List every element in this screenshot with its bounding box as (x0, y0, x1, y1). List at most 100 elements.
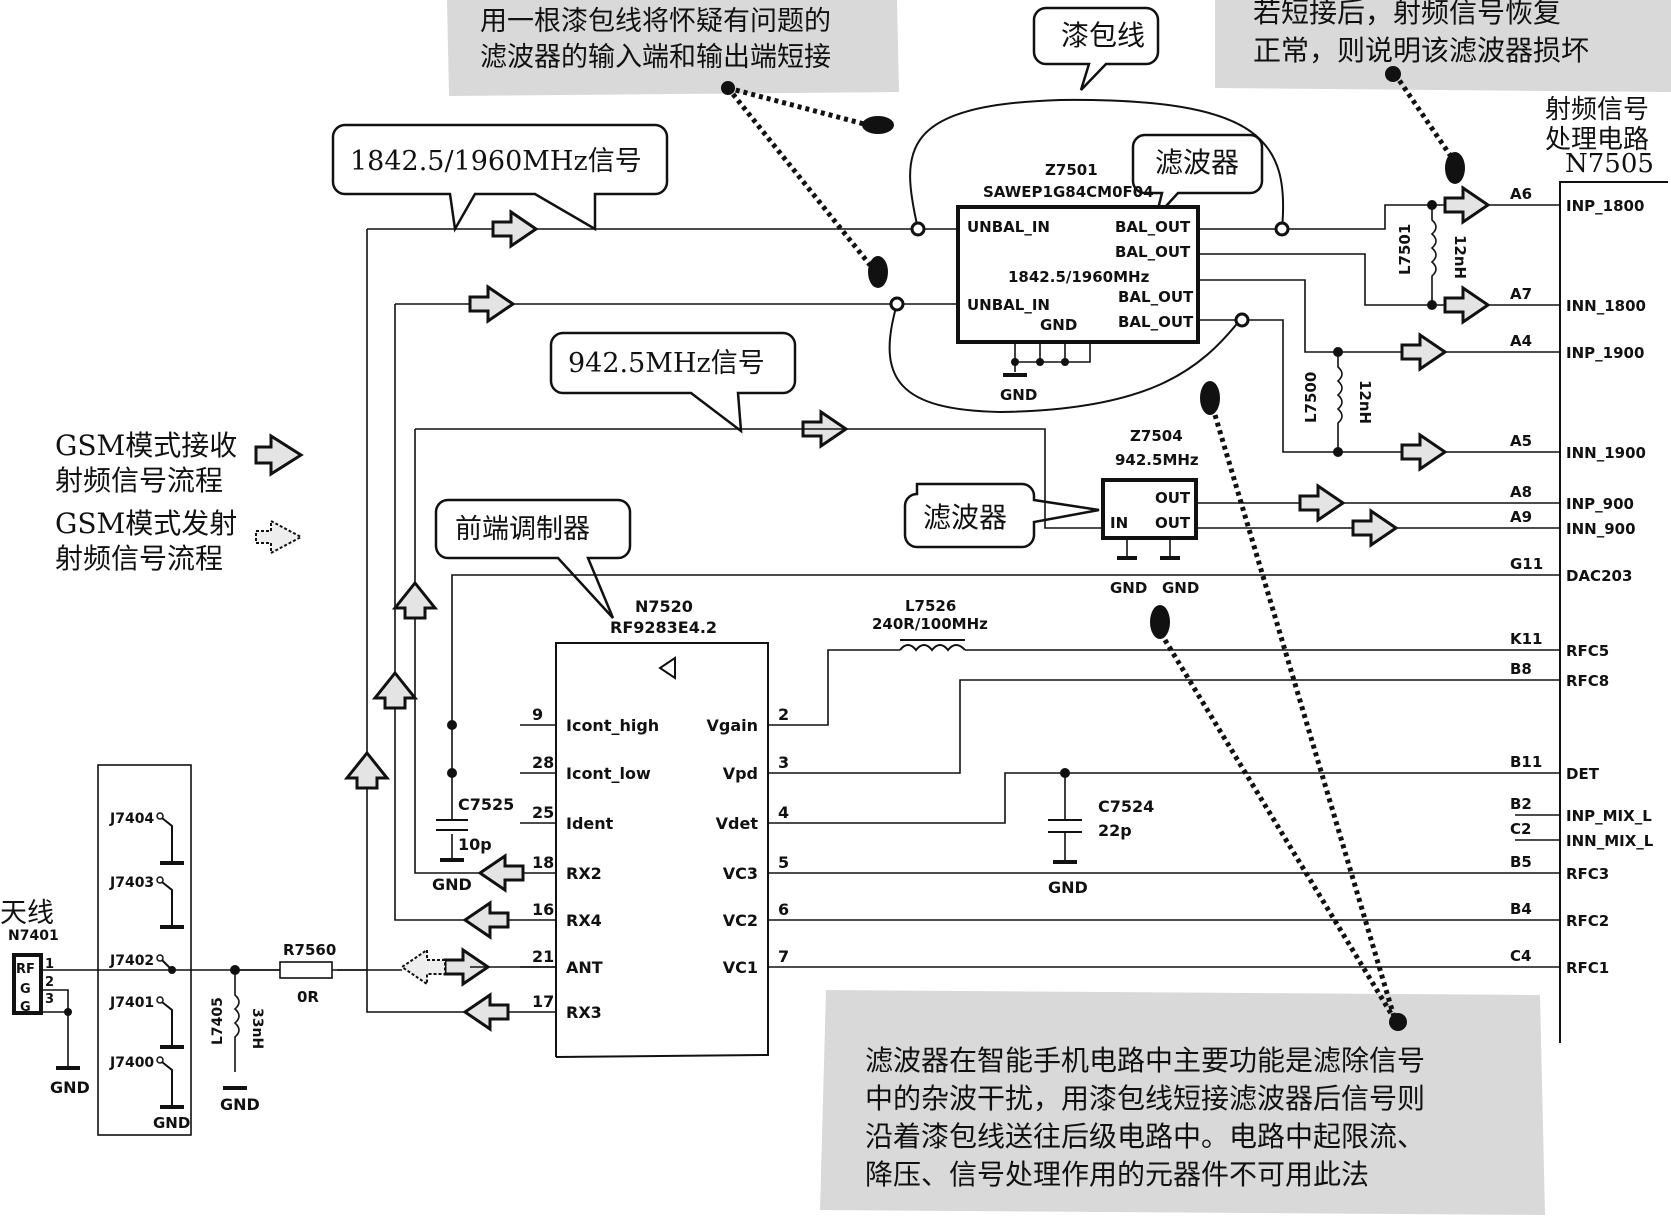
wire-vdet (768, 772, 1560, 824)
legend-tx-line1: GSM模式发射 (55, 507, 237, 540)
antenna-title: 天线 (0, 898, 54, 929)
note-top-left-line2: 滤波器的输入端和输出端短接 (480, 42, 831, 73)
note-top-right-line1: 若短接后，射频信号恢复 (1253, 0, 1561, 29)
wire-942-bus (415, 428, 1103, 529)
z7501-pin-unbal-in-1: UNBAL_IN (967, 218, 1050, 236)
n7520-part: RF9283E4.2 (610, 618, 717, 637)
pin-ball: B8 (1510, 660, 1532, 678)
c7524-value: 22p (1098, 821, 1132, 840)
n7520-triangle-icon (658, 656, 676, 680)
pin-ball: A8 (1510, 483, 1532, 501)
solder-point (910, 221, 926, 237)
pin-number: 17 (532, 992, 554, 1011)
switch-label: J7401 (109, 995, 154, 1011)
legend-rx-line1: GSM模式接收 (55, 429, 237, 462)
rf-processor-n7505: 射频信号 处理电路 N7505 (1545, 95, 1668, 1043)
pointer-dot (721, 81, 735, 95)
n7520-ref: N7520 (635, 597, 693, 616)
svg-text:2: 2 (45, 975, 54, 990)
z7504-pin-in: IN (1110, 514, 1128, 532)
inductor-l7405: L7405 33nH GND (210, 970, 265, 1114)
rx-flow-up-arrow-icon (391, 580, 439, 620)
rx-flow-arrow-icon (491, 209, 539, 249)
bubble-front-modulator: 前端调制器 (434, 498, 632, 619)
pin-name: RFC8 (1566, 672, 1609, 690)
wire-mix (1515, 814, 1560, 841)
legend: GSM模式接收 射频信号流程 GSM模式发射 射频信号流程 (55, 429, 304, 575)
switch-item: J7402 (109, 953, 176, 974)
wire-vc (768, 872, 1560, 968)
rx-flow-left-arrow-icon (477, 853, 525, 893)
pin-name: Ident (566, 814, 614, 833)
solder-point (1274, 221, 1290, 237)
note-bottom-line1: 滤波器在智能手机电路中主要功能是滤除信号 (865, 1044, 1425, 1077)
wire-a4 (1198, 279, 1560, 353)
svg-text:漆包线: 漆包线 (1061, 19, 1145, 52)
wire-ant-to-n7520 (235, 966, 556, 971)
pin-name: RX2 (566, 864, 602, 883)
rx-flow-arrow-icon (1400, 432, 1448, 472)
pin-ball: G11 (1510, 555, 1543, 573)
pointer-dot (1385, 66, 1401, 82)
svg-text:12nH: 12nH (1451, 235, 1469, 279)
pin-name: DET (1566, 765, 1600, 783)
z7501-pin-bal-out-1: BAL_OUT (1115, 218, 1191, 236)
rx-flow-up-arrow-icon (371, 670, 419, 710)
enameled-wire-bottom (888, 303, 1241, 414)
note-bottom-line4: 降压、信号处理作用的元器件不可用此法 (865, 1158, 1369, 1191)
tx-flow-arrow-icon (400, 948, 446, 986)
pointer-line-4 (1212, 414, 1398, 1021)
pin-number: 9 (532, 705, 543, 724)
z7504-pin-out-1: OUT (1155, 489, 1191, 507)
switch-label: J7400 (109, 1055, 154, 1071)
z7504-body (1101, 478, 1198, 540)
l7526-ref: L7526 (905, 597, 956, 615)
gnd-label: GND (153, 1114, 190, 1132)
bubble-signal-942: 942.5MHz信号 (549, 331, 797, 434)
svg-text:L7500: L7500 (1302, 372, 1320, 423)
pointer-line-2 (726, 86, 872, 267)
filter-z7501: Z7501 SAWEP1G84CM0F04 UNBAL_IN UNBAL_IN … (956, 161, 1200, 404)
svg-text:L7501: L7501 (1396, 224, 1414, 275)
pin-name: INP_1800 (1566, 197, 1644, 215)
rx-flow-arrow-icon (1443, 285, 1491, 325)
rx-flow-arrow-icon (1298, 483, 1346, 523)
legend-rx-arrow-icon (254, 433, 304, 477)
gnd-label: GND (1000, 386, 1037, 404)
switch-item: J7400 (109, 1055, 184, 1109)
pin-name: ANT (566, 958, 603, 977)
rx-flow-arrow-icon (1443, 185, 1491, 225)
solder-point (1234, 312, 1250, 328)
pin-number: 16 (532, 900, 554, 919)
l7526-value: 240R/100MHz (872, 615, 988, 633)
pin-ball: A4 (1510, 332, 1532, 350)
z7504-freq: 942.5MHz (1115, 451, 1199, 469)
z7501-body (956, 205, 1200, 344)
note-top-right: 若短接后，射频信号恢复 正常，则说明该滤波器损坏 (1215, 0, 1671, 92)
pin-name: Vgain (706, 716, 758, 735)
pointing-hand-icon (862, 116, 894, 134)
pin-name: Vdet (716, 814, 759, 833)
note-bottom-line3: 沿着漆包线送往后级电路中。电路中起限流、 (865, 1120, 1425, 1153)
gnd-label: GND (220, 1095, 260, 1114)
pointing-hand-icon (1445, 152, 1465, 184)
pointing-hand-icon (868, 256, 888, 288)
pin-number: 7 (778, 947, 789, 966)
rf-processor-title-line2: 处理电路 (1545, 125, 1649, 155)
pin-name: RX3 (566, 1003, 602, 1022)
inductor-l7500: L7500 12nH (1302, 352, 1374, 452)
pin-name: VC3 (723, 864, 758, 883)
